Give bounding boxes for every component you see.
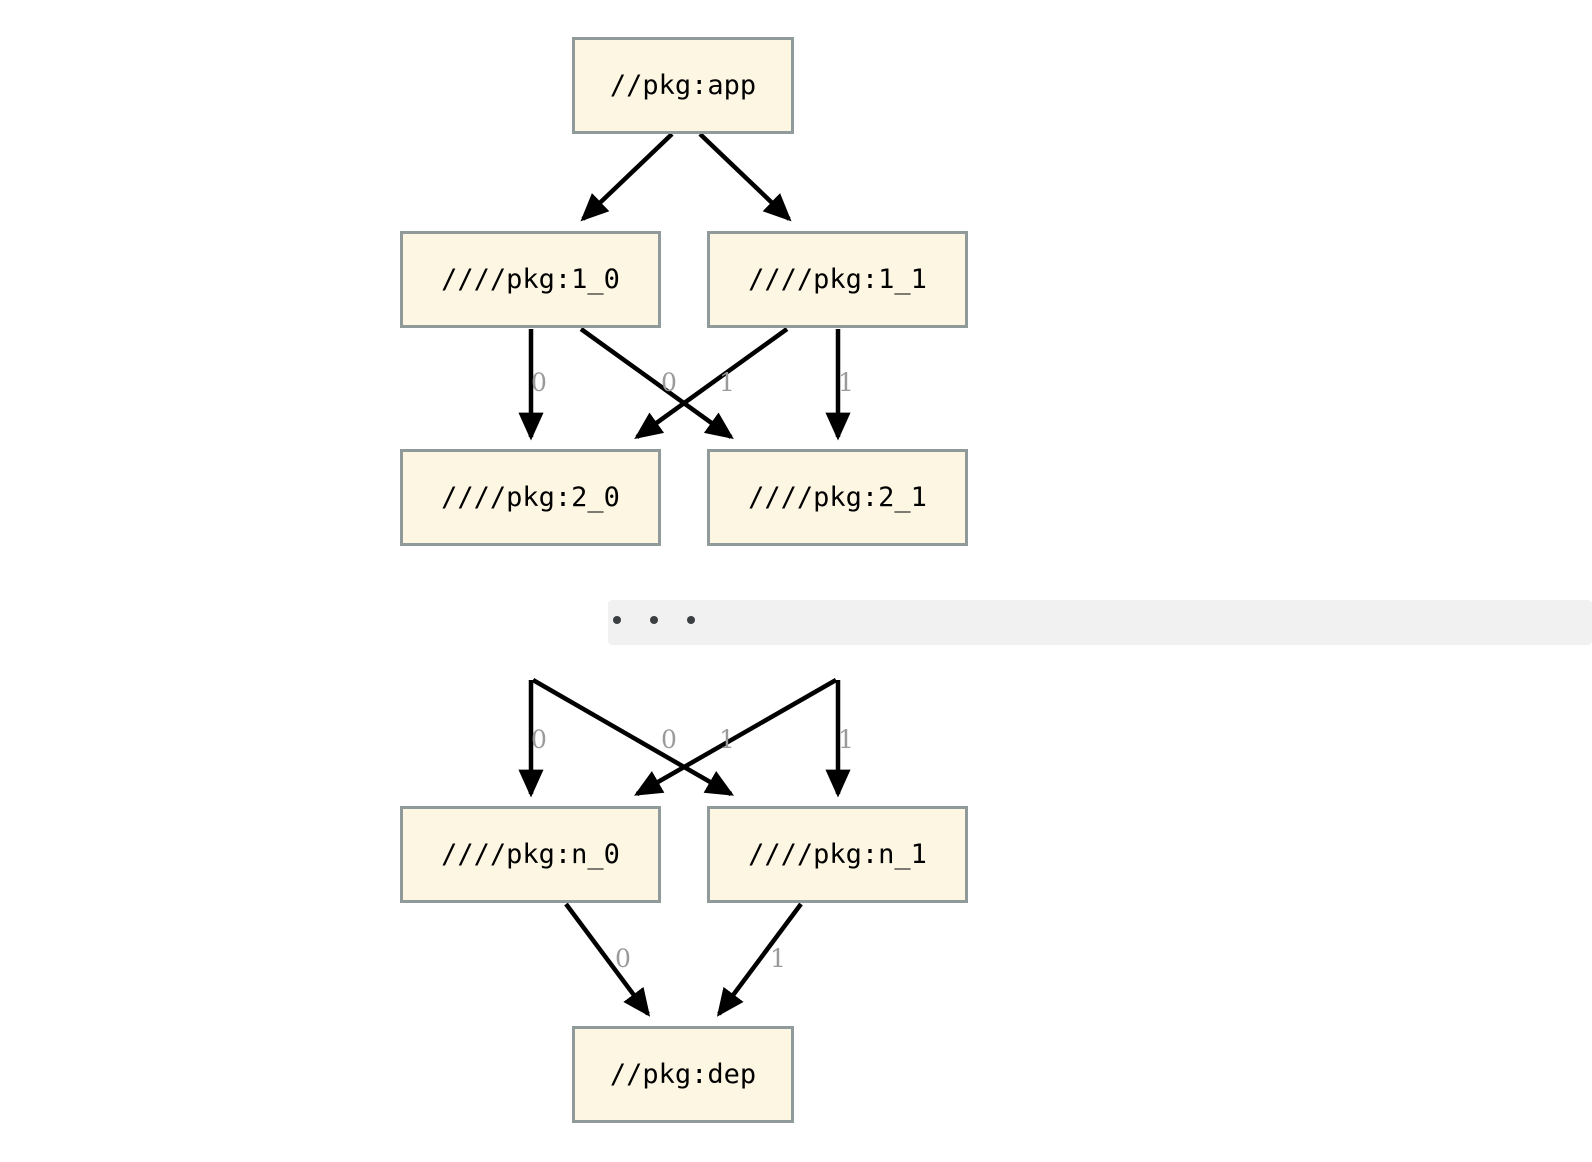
node-label: //pkg:app bbox=[609, 70, 757, 101]
edge-n_1-to-dep bbox=[716, 902, 803, 1017]
edge-label-1_0-2_1: 0 bbox=[661, 368, 677, 397]
edge-1_1-to-2_0 bbox=[634, 327, 789, 440]
ellipsis-dot bbox=[613, 616, 621, 624]
edge-label-1_0-2_0: 0 bbox=[531, 368, 547, 397]
edge-label-above-n_1-cross: 0 bbox=[661, 725, 677, 754]
node-n_0[interactable]: ////pkg:n_0 bbox=[400, 806, 661, 903]
ellipsis-dot bbox=[687, 616, 695, 624]
ellipsis-band bbox=[608, 600, 1592, 645]
edge-label-1_1-2_0: 1 bbox=[719, 368, 735, 397]
node-label: ////pkg:2_0 bbox=[441, 482, 620, 513]
ellipsis-dot bbox=[650, 616, 658, 624]
edge-label-above-n_0-cross: 1 bbox=[719, 725, 735, 754]
node-label: ////pkg:2_1 bbox=[748, 482, 927, 513]
node-label: ////pkg:n_0 bbox=[441, 839, 620, 870]
node-label: ////pkg:1_1 bbox=[748, 264, 927, 295]
node-2_1[interactable]: ////pkg:2_1 bbox=[707, 449, 968, 546]
edge-n_0-to-dep bbox=[564, 902, 651, 1017]
node-app[interactable]: //pkg:app bbox=[572, 37, 794, 134]
node-2_0[interactable]: ////pkg:2_0 bbox=[400, 449, 661, 546]
edge-label-1_1-2_1: 1 bbox=[838, 368, 854, 397]
edge-app-to-1_0 bbox=[580, 132, 674, 222]
edge-1_0-to-2_1 bbox=[579, 327, 734, 440]
node-dep[interactable]: //pkg:dep bbox=[572, 1026, 794, 1123]
node-n_1[interactable]: ////pkg:n_1 bbox=[707, 806, 968, 903]
edge-label-above-n_0: 0 bbox=[531, 725, 547, 754]
edge-above-to-n_0-cross bbox=[633, 678, 838, 796]
edge-above-to-n_1-cross bbox=[531, 678, 735, 796]
node-1_0[interactable]: ////pkg:1_0 bbox=[400, 231, 661, 328]
node-label: ////pkg:1_0 bbox=[441, 264, 620, 295]
node-label: ////pkg:n_1 bbox=[748, 839, 927, 870]
node-1_1[interactable]: ////pkg:1_1 bbox=[707, 231, 968, 328]
edge-app-to-1_1 bbox=[698, 132, 792, 222]
edge-label-n_0-dep: 0 bbox=[615, 944, 631, 973]
edge-label-above-n_1: 1 bbox=[838, 725, 854, 754]
edge-label-n_1-dep: 1 bbox=[770, 944, 786, 973]
node-label: //pkg:dep bbox=[609, 1059, 757, 1090]
